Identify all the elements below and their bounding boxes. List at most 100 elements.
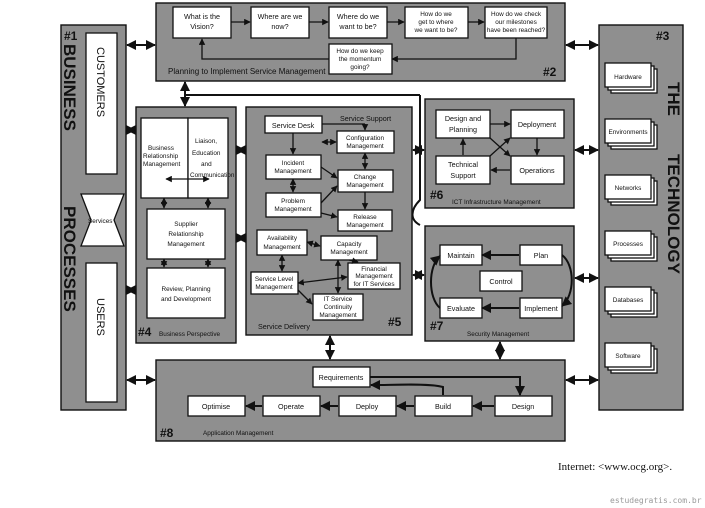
bp-label: Business Perspective bbox=[159, 331, 221, 338]
svg-text:we want to be?: we want to be? bbox=[414, 27, 458, 34]
svg-text:Processes: Processes bbox=[613, 241, 643, 248]
tech-item-networks: Networks bbox=[604, 174, 658, 206]
svg-text:Implement: Implement bbox=[524, 304, 558, 313]
technology-number: #3 bbox=[656, 29, 670, 43]
svg-text:going?: going? bbox=[350, 64, 370, 71]
availability-box bbox=[256, 229, 308, 256]
watermark: estudegratis.com.br bbox=[610, 496, 702, 505]
svg-text:Management: Management bbox=[143, 161, 181, 168]
svg-text:Hardware: Hardware bbox=[614, 74, 642, 81]
application-number: #8 bbox=[160, 426, 174, 440]
svg-text:Education: Education bbox=[192, 150, 221, 157]
svg-text:Management: Management bbox=[346, 222, 384, 229]
svg-text:Management: Management bbox=[167, 241, 205, 248]
business-title-line2: PROCESSES bbox=[60, 206, 79, 312]
sm-number: #5 bbox=[388, 315, 402, 329]
bp-number: #4 bbox=[138, 325, 152, 339]
svg-text:our milestones: our milestones bbox=[495, 19, 537, 26]
planning-panel: What is the Vision? Where are we now? Wh… bbox=[155, 2, 566, 82]
svg-text:get to where: get to where bbox=[418, 19, 454, 26]
business-number: #1 bbox=[64, 29, 78, 43]
planning-label: Planning to Implement Service Management bbox=[168, 67, 326, 76]
vision-line2: Vision? bbox=[190, 22, 213, 31]
svg-text:Management: Management bbox=[346, 143, 384, 150]
svg-text:Deployment: Deployment bbox=[518, 120, 556, 129]
svg-text:Databases: Databases bbox=[613, 297, 644, 304]
technology-title-line2: TECHNOLOGY bbox=[664, 154, 683, 275]
svg-text:Software: Software bbox=[615, 353, 641, 360]
want-to-be-box bbox=[328, 6, 388, 39]
svg-text:Build: Build bbox=[435, 402, 451, 411]
svg-text:How do we check: How do we check bbox=[491, 11, 542, 18]
svg-text:Management: Management bbox=[319, 312, 357, 319]
svg-text:Continuity: Continuity bbox=[324, 304, 353, 311]
svg-text:Management: Management bbox=[346, 182, 384, 189]
svg-text:Networks: Networks bbox=[615, 185, 642, 192]
service-management-panel: Service Support Service Desk Configurati… bbox=[245, 106, 413, 336]
svg-text:Change: Change bbox=[354, 174, 377, 181]
svg-text:Evaluate: Evaluate bbox=[447, 304, 475, 313]
svg-text:Management: Management bbox=[355, 273, 393, 280]
application-label: Application Management bbox=[203, 430, 274, 437]
svg-text:Planning: Planning bbox=[449, 125, 477, 134]
technology-title-line1: THE bbox=[664, 82, 683, 116]
security-label: Security Management bbox=[467, 331, 529, 338]
control-box bbox=[479, 270, 523, 292]
svg-text:How do we: How do we bbox=[420, 11, 452, 18]
svg-text:Deploy: Deploy bbox=[356, 402, 379, 411]
svg-text:Problem: Problem bbox=[281, 198, 305, 205]
design-box bbox=[494, 395, 553, 417]
supplier-box bbox=[146, 208, 226, 260]
support-label: Service Support bbox=[340, 114, 391, 123]
svg-text:Design: Design bbox=[512, 402, 534, 411]
tech-item-environments: Environments bbox=[604, 118, 658, 150]
svg-text:IT Service: IT Service bbox=[324, 296, 353, 303]
svg-text:Support: Support bbox=[450, 171, 475, 180]
customers-label: CUSTOMERS bbox=[94, 47, 106, 117]
incident-box bbox=[265, 154, 322, 180]
svg-text:Liaison,: Liaison, bbox=[195, 138, 217, 145]
svg-text:How do we keep: How do we keep bbox=[336, 48, 384, 55]
operations-box bbox=[510, 155, 565, 185]
svg-text:Service Desk: Service Desk bbox=[272, 121, 315, 130]
vision-line1: What is the bbox=[184, 12, 220, 21]
svg-text:have been reached?: have been reached? bbox=[487, 27, 546, 34]
planning-number: #2 bbox=[543, 65, 557, 79]
svg-text:the momentum: the momentum bbox=[339, 56, 382, 63]
financial-box bbox=[347, 262, 401, 290]
svg-text:Release: Release bbox=[353, 214, 377, 221]
svg-text:Environments: Environments bbox=[608, 129, 647, 136]
tech-item-software: Software bbox=[604, 342, 658, 374]
milestones-box bbox=[484, 6, 548, 39]
tech-item-hardware: Hardware bbox=[604, 62, 658, 94]
svg-text:Where do we: Where do we bbox=[337, 12, 379, 21]
svg-text:Review, Planning: Review, Planning bbox=[161, 286, 210, 293]
capacity-box bbox=[320, 235, 378, 261]
svg-text:Relationship: Relationship bbox=[143, 153, 179, 160]
review-box bbox=[146, 267, 226, 319]
svg-text:Requirements: Requirements bbox=[319, 373, 364, 382]
services-label: Services bbox=[88, 218, 113, 225]
security-panel: Maintain Plan Control Evaluate Implement… bbox=[424, 225, 575, 342]
svg-text:and Development: and Development bbox=[161, 296, 211, 303]
interconnect-arrows bbox=[126, 40, 599, 385]
svg-text:Relationship: Relationship bbox=[168, 231, 204, 238]
svg-text:Business: Business bbox=[148, 145, 174, 152]
tech-item-databases: Databases bbox=[604, 286, 658, 318]
business-title-line1: BUSINESS bbox=[60, 44, 79, 131]
svg-text:Technical: Technical bbox=[448, 160, 478, 169]
svg-text:Incident: Incident bbox=[282, 160, 305, 167]
implement-box bbox=[519, 297, 563, 319]
svg-text:Communication: Communication bbox=[190, 172, 235, 179]
liaison-box bbox=[187, 117, 229, 199]
svg-text:Operations: Operations bbox=[519, 166, 555, 175]
svg-text:Financial: Financial bbox=[361, 266, 387, 273]
svg-text:Where are we: Where are we bbox=[258, 12, 303, 21]
internet-reference: Internet: <www.ocg.org>. bbox=[558, 461, 673, 473]
services-scroll bbox=[80, 193, 125, 247]
users-box bbox=[85, 262, 118, 403]
ict-panel: Design and Planning Deployment Technical… bbox=[424, 98, 575, 209]
business-processes-panel: #1 BUSINESS PROCESSES CUSTOMERS Services… bbox=[60, 24, 127, 411]
security-number: #7 bbox=[430, 319, 444, 333]
svg-text:want to be?: want to be? bbox=[338, 22, 376, 31]
